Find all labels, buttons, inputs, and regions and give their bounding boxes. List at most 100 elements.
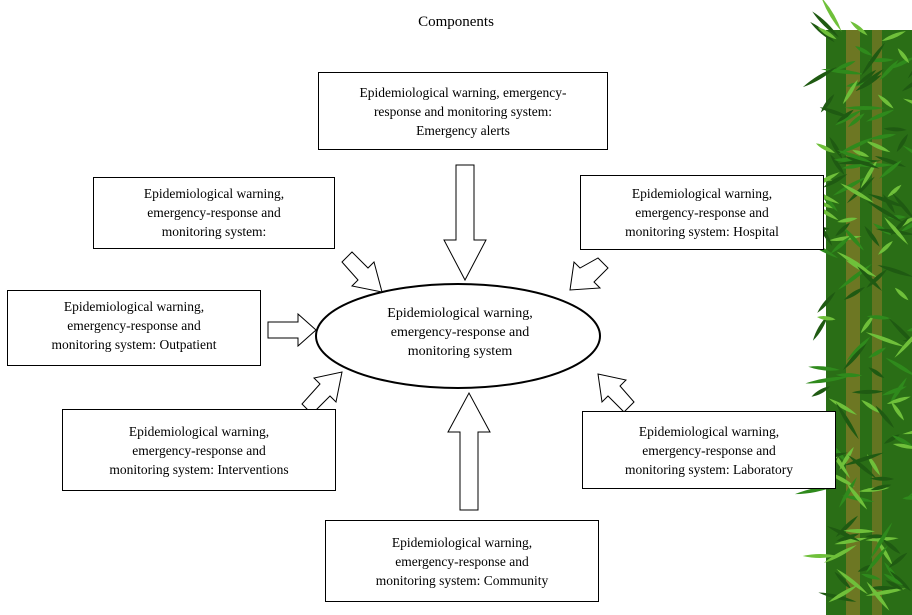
bamboo-leaf xyxy=(835,222,851,237)
diagram-title: Components xyxy=(418,14,494,30)
bamboo-leaf xyxy=(840,183,875,203)
bamboo-leaf xyxy=(878,240,893,255)
bamboo-leaf xyxy=(897,48,910,64)
bamboo-leaf xyxy=(836,533,859,542)
hospital-box: Epidemiological warning, emergency-respo… xyxy=(580,175,824,250)
bamboo-leaf xyxy=(906,326,912,332)
bamboo-leaf xyxy=(902,495,912,500)
bamboo-leaf xyxy=(885,580,904,591)
bamboo-leaf xyxy=(802,67,837,88)
bamboo-leaf xyxy=(879,160,902,179)
bamboo-leaf xyxy=(879,59,899,81)
bamboo-leaf xyxy=(868,585,897,590)
outpatient-label: Epidemiological warning, emergency-respo… xyxy=(51,299,217,352)
bamboo-leaf xyxy=(886,396,911,404)
bamboo-leaf xyxy=(838,137,875,154)
laboratory-label: Epidemiological warning, emergency-respo… xyxy=(625,423,793,477)
bamboo-leaf xyxy=(851,389,884,394)
bamboo-leaf xyxy=(828,585,858,603)
bamboo-leaf xyxy=(881,386,907,396)
bamboo-leaf xyxy=(877,94,894,109)
bamboo-leaf xyxy=(817,291,836,313)
arrow-top-to-center xyxy=(443,164,487,282)
bamboo-leaf xyxy=(894,326,912,358)
bamboo-leaf xyxy=(894,287,909,301)
bamboo-leaf xyxy=(888,317,912,349)
bamboo-leaf xyxy=(842,226,865,251)
bamboo-leaf xyxy=(865,332,905,347)
bamboo-leaf xyxy=(812,314,829,341)
bamboo-leaf xyxy=(847,113,865,128)
bamboo-leaf xyxy=(843,286,865,301)
bamboo-leaf xyxy=(892,193,912,221)
bamboo-leaf xyxy=(888,552,908,568)
bamboo-leaf xyxy=(820,94,835,113)
bamboo-decoration xyxy=(794,0,912,615)
bamboo-leaf xyxy=(864,225,880,247)
bamboo-leaf xyxy=(815,143,836,154)
bamboo-leaf xyxy=(839,446,854,470)
community-label: Epidemiological warning, emergency-respo… xyxy=(375,534,549,588)
bamboo-leaf xyxy=(802,553,838,558)
bamboo-leaf xyxy=(900,219,912,232)
bamboo-leaf xyxy=(832,177,867,196)
bamboo-leaf xyxy=(842,79,858,105)
bamboo-leaf xyxy=(885,357,912,377)
bamboo-leaf xyxy=(836,568,869,595)
bamboo-leaf xyxy=(816,316,836,321)
bamboo-leaf xyxy=(843,343,867,371)
bamboo-leaf xyxy=(891,435,912,447)
bamboo-leaf xyxy=(836,251,870,272)
bamboo-leaf xyxy=(817,27,837,40)
bamboo-leaf xyxy=(890,56,912,70)
bamboo-leaf xyxy=(821,0,842,32)
arrow-upperright-to-center xyxy=(569,257,609,291)
bamboo-leaf xyxy=(843,452,884,466)
interventions-label: Epidemiological warning, emergency-respo… xyxy=(109,423,289,477)
bamboo-leaf xyxy=(856,69,877,86)
bamboo-leaf xyxy=(861,42,886,76)
bamboo-leaf xyxy=(835,515,859,538)
bamboo-leaf xyxy=(834,60,856,71)
bamboo-leaf xyxy=(870,484,892,491)
bamboo-leaf xyxy=(805,376,849,384)
bamboo-leaf xyxy=(823,174,848,188)
unnamed-component-box: Epidemiological warning, emergency-respo… xyxy=(93,177,335,249)
bamboo-leaf xyxy=(883,573,904,586)
arrow-lowerright-to-center xyxy=(597,373,635,413)
bamboo-leaf xyxy=(850,21,868,36)
bamboo-leaf xyxy=(868,367,885,379)
bamboo-leaf xyxy=(865,545,888,574)
bamboo-leaf xyxy=(865,140,891,153)
bamboo-leaf xyxy=(866,200,904,223)
bamboo-leaf xyxy=(852,150,870,157)
bamboo-leaf xyxy=(842,163,866,169)
bamboo-leaf xyxy=(838,477,857,508)
bamboo-leaf xyxy=(828,398,858,416)
bamboo-leaf xyxy=(846,336,871,361)
bamboo-leaf xyxy=(844,105,885,110)
bamboo-leaf xyxy=(855,46,873,56)
bamboo-leaf xyxy=(808,366,841,371)
bamboo-leaf xyxy=(836,109,854,123)
bamboo-leaf xyxy=(881,31,906,41)
bamboo-leaf xyxy=(867,193,906,208)
bamboo-leaf xyxy=(843,529,876,534)
bamboo-leaf xyxy=(867,454,881,476)
bamboo-leaf xyxy=(836,150,873,163)
bamboo-leaf xyxy=(834,571,852,590)
bamboo-leaf xyxy=(883,434,900,444)
bamboo-leaf xyxy=(869,134,897,140)
bamboo-leaf xyxy=(861,400,881,414)
arrow-upperleft-to-center xyxy=(341,251,383,293)
arrow-left-to-center xyxy=(267,312,317,348)
bamboo-leaf xyxy=(845,260,878,278)
laboratory-box: Epidemiological warning, emergency-respo… xyxy=(582,411,836,489)
bamboo-leaf xyxy=(848,455,877,479)
bamboo-leaf xyxy=(846,176,875,204)
bamboo-leaf xyxy=(835,402,859,440)
bamboo-leaf xyxy=(811,204,839,221)
bamboo-leaf xyxy=(866,269,888,288)
bamboo-leaf xyxy=(868,347,887,359)
bamboo-leaf xyxy=(857,266,883,291)
